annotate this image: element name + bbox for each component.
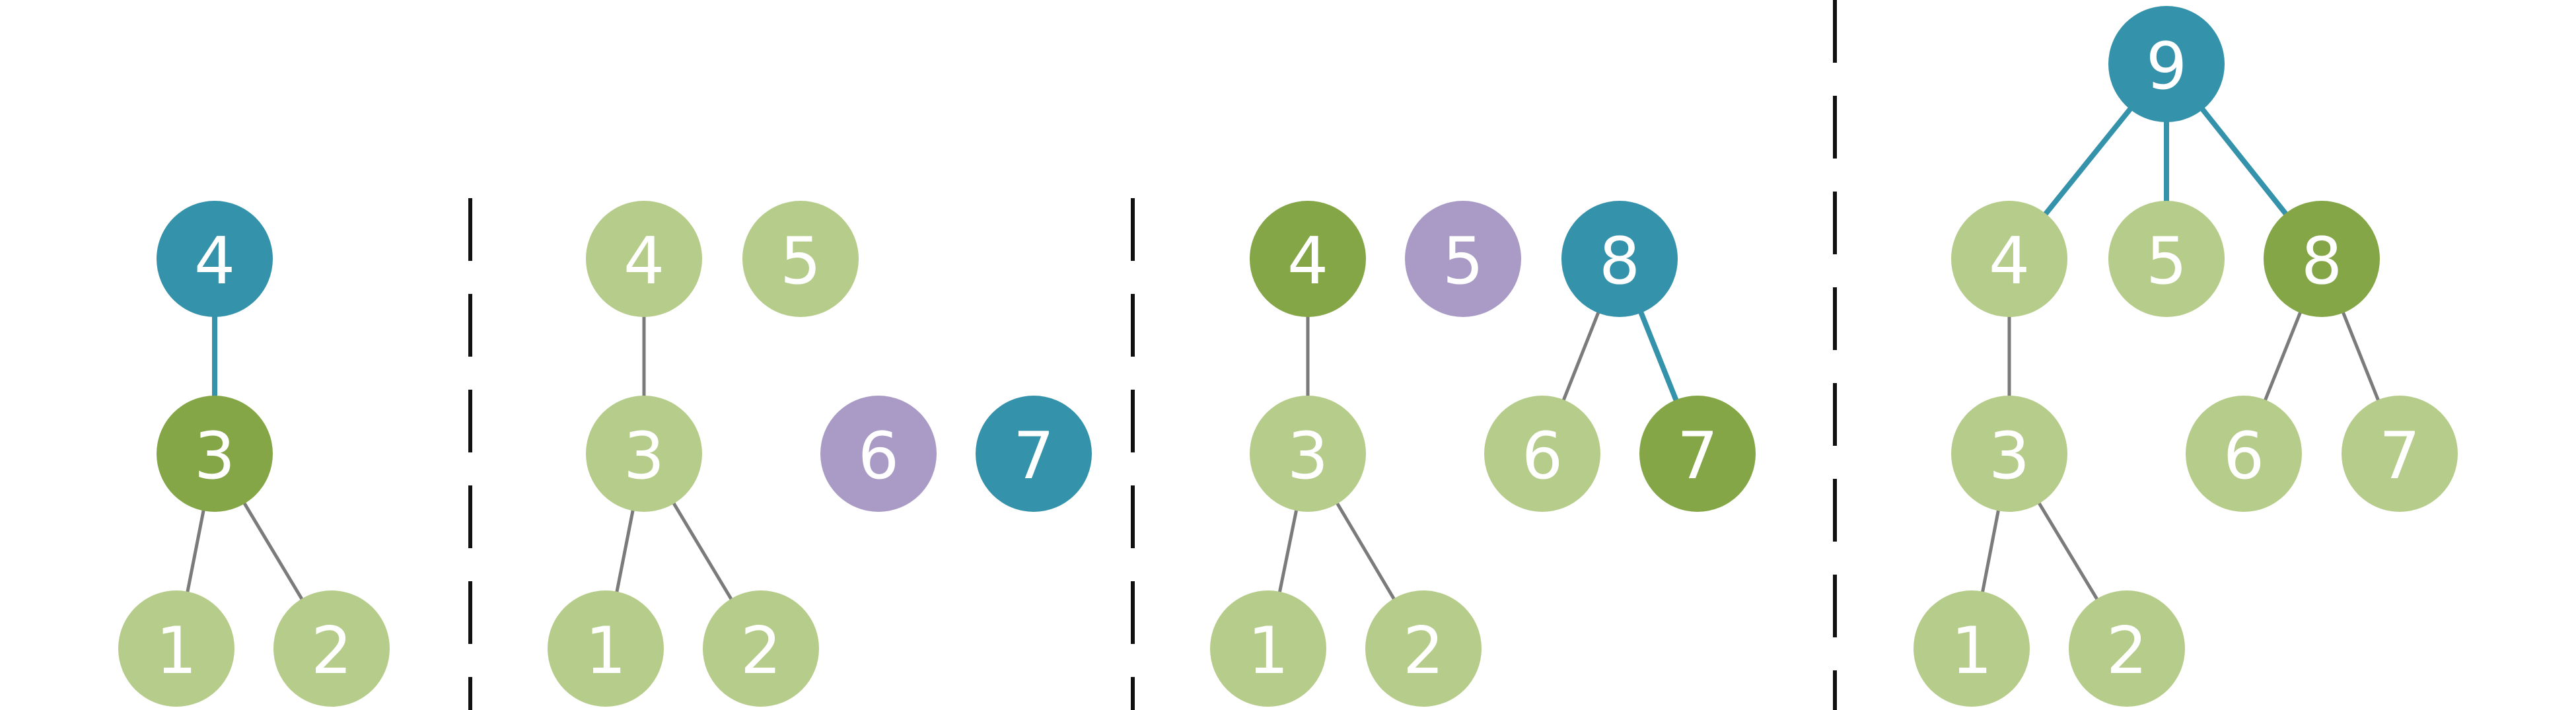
node-circle [1951, 201, 2067, 317]
node-label: 4 [1989, 224, 2030, 299]
tree-node-2: 2 [703, 590, 819, 707]
node-label: 6 [2223, 419, 2264, 494]
node-label: 5 [1443, 224, 1484, 299]
tree-node-3: 3 [157, 396, 273, 512]
node-circle [1639, 396, 1756, 512]
node-label: 3 [624, 419, 664, 494]
tree-node-6: 6 [820, 396, 937, 512]
node-circle [2186, 396, 2302, 512]
tree-node-1: 1 [118, 590, 234, 707]
tree-node-8: 8 [2264, 201, 2380, 317]
node-circle [1484, 396, 1600, 512]
node-label: 1 [156, 614, 197, 689]
tree-node-7: 7 [1639, 396, 1756, 512]
tree-node-2: 2 [2069, 590, 2185, 707]
node-label: 2 [2106, 614, 2147, 689]
tree-node-5: 5 [2108, 201, 2225, 317]
tree-node-5: 5 [1405, 201, 1521, 317]
tree-node-2: 2 [273, 590, 390, 707]
node-circle [157, 396, 273, 512]
node-circle [586, 396, 702, 512]
tree-node-5: 5 [742, 201, 859, 317]
tree-node-3: 3 [586, 396, 702, 512]
tree-node-8: 8 [1561, 201, 1678, 317]
node-label: 5 [780, 224, 821, 299]
node-label: 1 [1951, 614, 1992, 689]
node-circle [742, 201, 859, 317]
node-circle [1210, 590, 1326, 707]
node-label: 4 [1287, 224, 1328, 299]
node-label: 8 [1599, 224, 1640, 299]
node-circle [2108, 6, 2225, 122]
tree-node-4: 4 [586, 201, 702, 317]
node-circle [1250, 201, 1366, 317]
tree-node-1: 1 [1914, 590, 2030, 707]
tree-node-1: 1 [1210, 590, 1326, 707]
panel-dividers [468, 0, 1837, 710]
tree-node-3: 3 [1250, 396, 1366, 512]
node-label: 1 [585, 614, 626, 689]
node-circle [157, 201, 273, 317]
tree-node-4: 4 [1951, 201, 2067, 317]
node-circle [1561, 201, 1678, 317]
node-label: 4 [624, 224, 664, 299]
tree-node-2: 2 [1365, 590, 1482, 707]
tree-node-7: 7 [2342, 396, 2458, 512]
node-circle [820, 396, 937, 512]
node-label: 3 [1287, 419, 1328, 494]
node-label: 8 [2301, 224, 2342, 299]
tree-node-1: 1 [548, 590, 664, 707]
node-circle [118, 590, 234, 707]
node-circle [2264, 201, 2380, 317]
node-label: 3 [194, 419, 235, 494]
node-circle [2108, 201, 2225, 317]
tree-node-6: 6 [2186, 396, 2302, 512]
node-label: 6 [1522, 419, 1563, 494]
node-label: 4 [194, 224, 235, 299]
node-label: 6 [858, 419, 899, 494]
node-label: 2 [311, 614, 352, 689]
node-circle [703, 590, 819, 707]
node-circle [1405, 201, 1521, 317]
node-label: 3 [1989, 419, 2030, 494]
node-circle [548, 590, 664, 707]
tree-node-4: 4 [1250, 201, 1366, 317]
node-label: 1 [1248, 614, 1289, 689]
tree-node-7: 7 [976, 396, 1092, 512]
tree-node-4: 4 [157, 201, 273, 317]
node-circle [586, 201, 702, 317]
node-circle [2342, 396, 2458, 512]
node-label: 9 [2146, 29, 2187, 104]
tree-node-3: 3 [1951, 396, 2067, 512]
tree-node-9: 9 [2108, 6, 2225, 122]
node-label: 7 [1677, 419, 1718, 494]
node-circle [1914, 590, 2030, 707]
node-label: 5 [2146, 224, 2187, 299]
nodes-layer: 4 3 1 2 4 5 3 6 7 1 2 4 5 8 3 6 7 1 2 9 4 5 8 3 6 7 1 2 [118, 6, 2458, 707]
node-circle [976, 396, 1092, 512]
node-label: 2 [1403, 614, 1444, 689]
node-label: 7 [1013, 419, 1054, 494]
node-circle [273, 590, 390, 707]
tree-node-6: 6 [1484, 396, 1600, 512]
node-circle [2069, 590, 2185, 707]
node-circle [1365, 590, 1482, 707]
node-label: 2 [740, 614, 781, 689]
edges-layer [174, 62, 2402, 650]
node-circle [1951, 396, 2067, 512]
node-label: 7 [2379, 419, 2420, 494]
node-circle [1250, 396, 1366, 512]
